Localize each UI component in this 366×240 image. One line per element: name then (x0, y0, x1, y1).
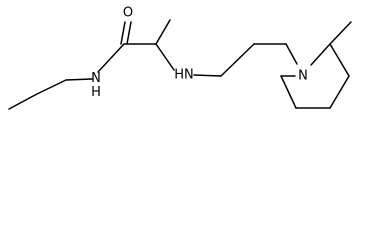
bond-ring-c5-c6 (280, 75, 297, 109)
atom-label-oxygen: O (123, 6, 133, 21)
bond-alpha-amine (155, 43, 175, 71)
bonds (8, 19, 352, 110)
bond-ring-n-c2 (310, 43, 331, 66)
amide-h-letter: H (91, 85, 101, 100)
atom-label-ring-n: N (298, 69, 308, 84)
amide-n-letter: N (91, 71, 101, 86)
bond-ring-c2-methyl (329, 21, 352, 45)
bond-propyl-3 (65, 78, 93, 81)
bond-n-carbonyl (97, 43, 125, 73)
bond-ring-c3-c4 (329, 75, 350, 109)
bond-carbonyl-double-b (126, 21, 132, 45)
bond-amine-linker (193, 74, 222, 77)
bond-carbonyl-double-a (120, 21, 126, 45)
bond-linker-1 (220, 43, 255, 77)
bond-linker-3 (285, 43, 298, 65)
bond-alpha-methyl (155, 19, 171, 45)
bond-propyl-1 (8, 93, 38, 110)
atom-label-amine-hn: HN (174, 68, 194, 83)
bond-ring-c2-c3 (329, 43, 350, 77)
bond-propyl-2 (36, 79, 67, 95)
